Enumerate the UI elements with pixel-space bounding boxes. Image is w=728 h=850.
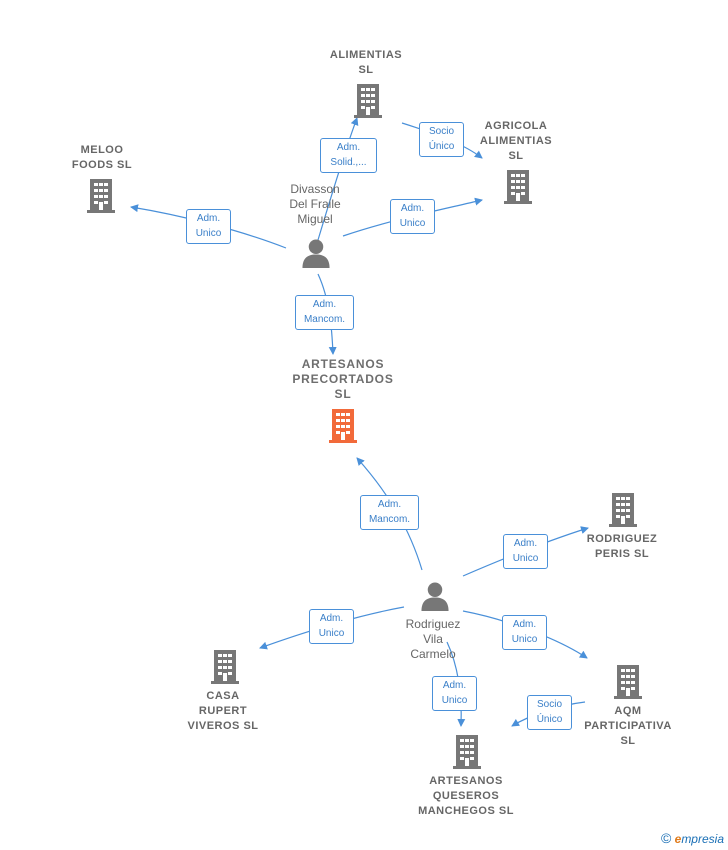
- person-label-divasson[interactable]: Divasson Del Fraile Miguel: [289, 182, 341, 226]
- company-label-artesanos-queseros[interactable]: ARTESANOS QUESEROS MANCHEGOS SL: [418, 775, 514, 817]
- edge-label-e3[interactable]: Adm. Unico: [186, 209, 231, 244]
- company-label-agricola[interactable]: AGRICOLA ALIMENTIAS SL: [479, 120, 553, 162]
- company-label-casa-rupert[interactable]: CASA RUPERT VIVEROS SL: [187, 690, 259, 732]
- person-icon[interactable]: [302, 239, 330, 268]
- company-label-meloo[interactable]: MELOO FOODS SL: [71, 144, 133, 171]
- edge-label-e11[interactable]: Socio Único: [527, 695, 572, 730]
- building-icon[interactable]: [614, 665, 642, 699]
- company-label-alimentias[interactable]: ALIMENTIAS SL: [329, 49, 403, 76]
- company-label-aqm[interactable]: AQM PARTICIPATIVA SL: [584, 705, 672, 747]
- building-icon[interactable]: [329, 409, 357, 443]
- company-label-focus[interactable]: ARTESANOS PRECORTADOS SL: [292, 357, 394, 401]
- company-label-rodriguez-peris[interactable]: RODRIGUEZ PERIS SL: [586, 533, 658, 560]
- building-icon[interactable]: [354, 84, 382, 118]
- edge-label-e4[interactable]: Adm. Unico: [390, 199, 435, 234]
- copyright-notice[interactable]: © empresia: [661, 830, 724, 846]
- building-icon[interactable]: [504, 170, 532, 204]
- copyright-icon: ©: [660, 830, 672, 846]
- building-icon[interactable]: [453, 735, 481, 769]
- building-icon[interactable]: [87, 179, 115, 213]
- person-icon[interactable]: [421, 582, 449, 611]
- building-icon[interactable]: [211, 650, 239, 684]
- edge-label-e2[interactable]: Socio Único: [419, 122, 464, 157]
- edge-label-e5[interactable]: Adm. Mancom.: [295, 295, 354, 330]
- edge-label-e7[interactable]: Adm. Unico: [503, 534, 548, 569]
- edge-label-e1[interactable]: Adm. Solid.,...: [320, 138, 377, 173]
- edge-label-e8[interactable]: Adm. Unico: [309, 609, 354, 644]
- edge-line-e1: [317, 117, 359, 241]
- brand-logo-text: mpresia: [681, 832, 724, 846]
- edge-label-e10[interactable]: Adm. Unico: [432, 676, 477, 711]
- person-label-rodriguez-vila[interactable]: Rodriguez Vila Carmelo: [405, 617, 461, 661]
- edge-label-e9[interactable]: Adm. Unico: [502, 615, 547, 650]
- building-icon[interactable]: [609, 493, 637, 527]
- edge-label-e6[interactable]: Adm. Mancom.: [360, 495, 419, 530]
- brand-logo-initial: e: [674, 832, 682, 846]
